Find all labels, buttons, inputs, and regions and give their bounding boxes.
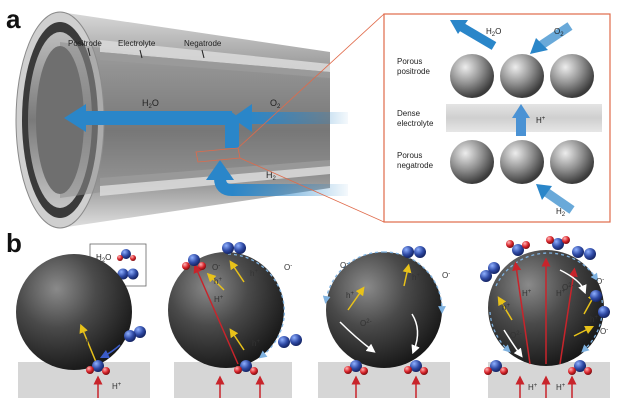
panel-a-letter: a: [6, 4, 21, 34]
negatrode-sphere: [500, 140, 544, 184]
panel-b-letter: b: [6, 228, 22, 258]
inset-oxygen-arrow: [530, 22, 573, 54]
hole-label: h+: [84, 337, 92, 346]
water-flow-label: H2O: [142, 98, 159, 110]
positrode-sphere: [500, 54, 544, 98]
hole-label: h+: [214, 277, 222, 286]
dense-electrolyte-label-line1: Dense: [397, 109, 421, 118]
inset-water-label: H2O: [486, 27, 501, 38]
hole-label: h+: [252, 339, 260, 348]
proton-label: H+: [528, 383, 538, 392]
oxide-ion-label: O2-: [360, 319, 372, 328]
negatrode-sphere: [550, 140, 594, 184]
scenario-1: [16, 254, 150, 398]
electrode-particle: [326, 252, 442, 368]
porous-positrode-label-line1: Porous: [397, 57, 422, 66]
oxygen-ion-label: O-: [596, 277, 604, 286]
negatrode-spheres: [450, 140, 594, 184]
zoom-callout-lines: [195, 13, 385, 223]
oxygen-ion-label: O-: [600, 327, 608, 336]
dense-electrolyte-label-line2: electrolyte: [397, 119, 434, 128]
hole-label: h+: [250, 269, 258, 278]
inset-hydrogen-arrow: [536, 184, 575, 214]
scenario-3: [318, 246, 450, 398]
hole-label: h+: [346, 291, 354, 300]
scenario-2: [168, 242, 302, 398]
proton-label: H+: [556, 383, 566, 392]
positrode-sphere: [550, 54, 594, 98]
porous-negatrode-label-line1: Porous: [397, 151, 422, 160]
hole-label: h+: [590, 315, 598, 324]
oxygen-ion-label: O-: [212, 263, 220, 272]
electrolyte-layer-label: Electrolyte: [118, 39, 156, 48]
positrode-spheres: [450, 54, 594, 98]
scenario-4: [480, 236, 610, 398]
hydrogen-flow-label: H2: [266, 170, 277, 182]
oxide-ion-label: O2-: [510, 331, 522, 340]
water-outflow-arrow: [64, 104, 239, 148]
oxygen-ion-label: O-: [442, 271, 450, 280]
negatrode-layer-label: Negatrode: [184, 39, 222, 48]
oxygen-ion-label: O-: [284, 263, 292, 272]
oxygen-inflow-arrow: [232, 104, 348, 132]
oxygen-flow-label: O2: [270, 98, 281, 110]
proton-label: H+: [112, 382, 122, 391]
hole-label: h+: [412, 273, 420, 282]
oxygen-ion-label: O-: [340, 261, 348, 270]
proton-label: H+: [214, 295, 224, 304]
hole-label: h+: [502, 303, 510, 312]
proton-label: H+: [556, 289, 566, 298]
electrolyte-substrate: [488, 362, 610, 398]
inset-proton-arrow: [512, 104, 530, 136]
inset-water-arrow: [450, 20, 497, 50]
electrode-particle: [16, 254, 132, 370]
porous-negatrode-label-line2: negatrode: [397, 161, 434, 170]
positrode-sphere: [450, 54, 494, 98]
positrode-layer-label: Positrode: [68, 39, 102, 48]
electrolyte-substrate: [174, 362, 292, 398]
inset-oxygen-label: O2: [554, 27, 564, 38]
porous-positrode-label-line2: positrode: [397, 67, 430, 76]
oxide-ion-label: O2-: [562, 283, 574, 292]
inset-hydrogen-label: H2: [556, 207, 566, 218]
legend-water-label: H2O: [96, 253, 111, 264]
electrode-particle: [168, 252, 284, 368]
inset-proton-label: H+: [536, 116, 546, 125]
proton-label: H+: [522, 289, 532, 298]
negatrode-sphere: [450, 140, 494, 184]
